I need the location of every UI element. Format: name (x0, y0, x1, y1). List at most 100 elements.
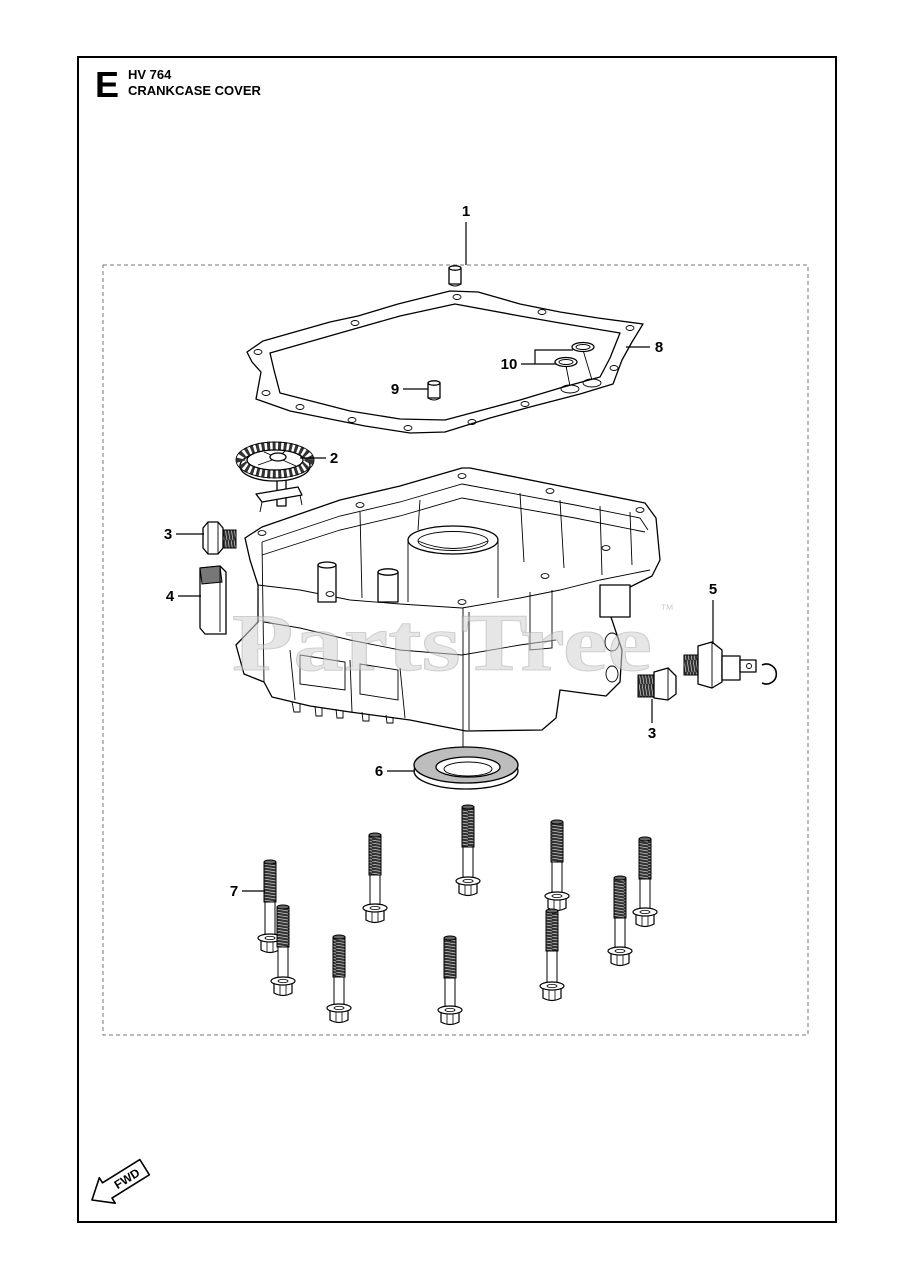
gasket-hole (537, 309, 547, 315)
flange-hole (325, 591, 335, 597)
callout-labels: 1 10 8 9 2 3 4 5 3 6 7 (164, 203, 717, 900)
dowel-pin-bottom-edge (427, 397, 441, 401)
callout-3-right: 3 (648, 725, 656, 742)
bolt-shank-base (546, 984, 558, 989)
gear-spokes (257, 449, 297, 467)
oil-pressure-sensor (683, 641, 778, 689)
o-rings (554, 341, 595, 387)
bore-wall-lines (407, 540, 499, 602)
bolt-thread (332, 936, 346, 978)
flange-hole (257, 530, 267, 536)
callout-4: 4 (166, 588, 175, 605)
page-frame (77, 56, 837, 1223)
bolt-shank-base (444, 1008, 456, 1013)
oil-deflector (199, 565, 227, 635)
diagram-title: CRANKCASE COVER (128, 83, 262, 98)
bolt-tip (613, 875, 627, 881)
crankcase-right-boss (529, 590, 553, 651)
gasket-hole (467, 419, 477, 425)
bolt-flange (607, 946, 633, 956)
bolt-shank-base (333, 1006, 345, 1011)
flange-bolt (362, 832, 388, 924)
bolt-shank-base (614, 949, 626, 954)
gasket-hole (350, 320, 360, 326)
bolt-head (440, 1011, 460, 1026)
callout-5: 5 (709, 581, 717, 598)
bolt-head (458, 882, 478, 897)
bolt-thread (276, 906, 290, 948)
dowel-pin-top (448, 265, 462, 287)
bolt-shank-base (551, 894, 563, 899)
flange-hole (540, 573, 550, 579)
bolt-head (365, 909, 385, 924)
dowel-pin-9 (427, 380, 441, 401)
crankcase-flange-lower (261, 497, 646, 556)
crankcase-side-boss (599, 584, 631, 618)
gasket-hole (261, 390, 271, 396)
plug-hex-head (202, 521, 224, 555)
bolt-tip (332, 934, 346, 940)
bolt-thread (461, 806, 475, 848)
flange-hole (601, 545, 611, 551)
governor-gear (235, 441, 315, 513)
dowel-pin-top-face (427, 380, 441, 386)
flange-hole (545, 488, 555, 494)
o-ring (571, 341, 595, 353)
callout-2: 2 (330, 450, 338, 467)
bolt-head (542, 987, 562, 1002)
drain-plug-right (637, 667, 677, 701)
o-ring (554, 356, 578, 368)
bolt-shank-base (277, 979, 289, 984)
gasket-hole (609, 365, 619, 371)
gear-outer-edge (235, 441, 315, 479)
callout-6: 6 (375, 763, 383, 780)
bolt-tip (368, 832, 382, 838)
oil-seal (413, 746, 519, 790)
bolts-group (257, 804, 658, 1026)
seal-inner-bore (435, 756, 501, 778)
bolt-head (273, 982, 293, 997)
crankcase-bottom-tabs (291, 701, 394, 724)
bolt-tip (545, 908, 559, 914)
crankcase-internal-ribs (359, 492, 633, 599)
deflector-top-band (199, 565, 223, 585)
gear-hub (269, 452, 287, 462)
flange-bolt (326, 934, 352, 1024)
sensor-terminal (739, 659, 757, 673)
drain-plug-left (202, 521, 237, 555)
bolt-tip (263, 859, 277, 865)
o-ring-axis-line (565, 365, 571, 387)
crankcase-cover (235, 467, 661, 762)
crankcase-flange-inner (261, 483, 649, 543)
sensor-terminal-hole (746, 663, 752, 669)
flange-hole (457, 599, 467, 605)
bolt-head (635, 913, 655, 928)
gasket-hole (403, 425, 413, 431)
gasket-hole (625, 325, 635, 331)
flange-bolt (607, 875, 633, 967)
bore-top-rim (407, 525, 499, 555)
crankcase-skirt-line (263, 621, 557, 656)
flange-bolt (455, 804, 481, 897)
gasket-hole (295, 404, 305, 410)
bolt-thread (545, 910, 559, 952)
crankcase-bore (407, 525, 499, 602)
bolt-head (610, 952, 630, 967)
watermark-trademark: ™ (660, 601, 674, 617)
bolt-thread (638, 838, 652, 880)
bolt-flange (270, 976, 296, 986)
crankcase-skirt-ribs (289, 649, 406, 719)
o-ring-axis-line (582, 349, 593, 381)
bolt-flange (437, 1005, 463, 1015)
sensor-thread (683, 654, 700, 676)
bolt-flange (362, 903, 388, 913)
callout-7: 7 (230, 883, 238, 900)
tower-left-top (317, 561, 337, 569)
bolt-tip (443, 935, 457, 941)
dowel-pin-top-face (448, 265, 462, 271)
callout-3-left: 3 (164, 526, 172, 543)
bolt-tip (638, 836, 652, 842)
crankcase-gasket (246, 290, 644, 434)
sensor-body (721, 655, 741, 681)
bolt-thread (443, 937, 457, 979)
